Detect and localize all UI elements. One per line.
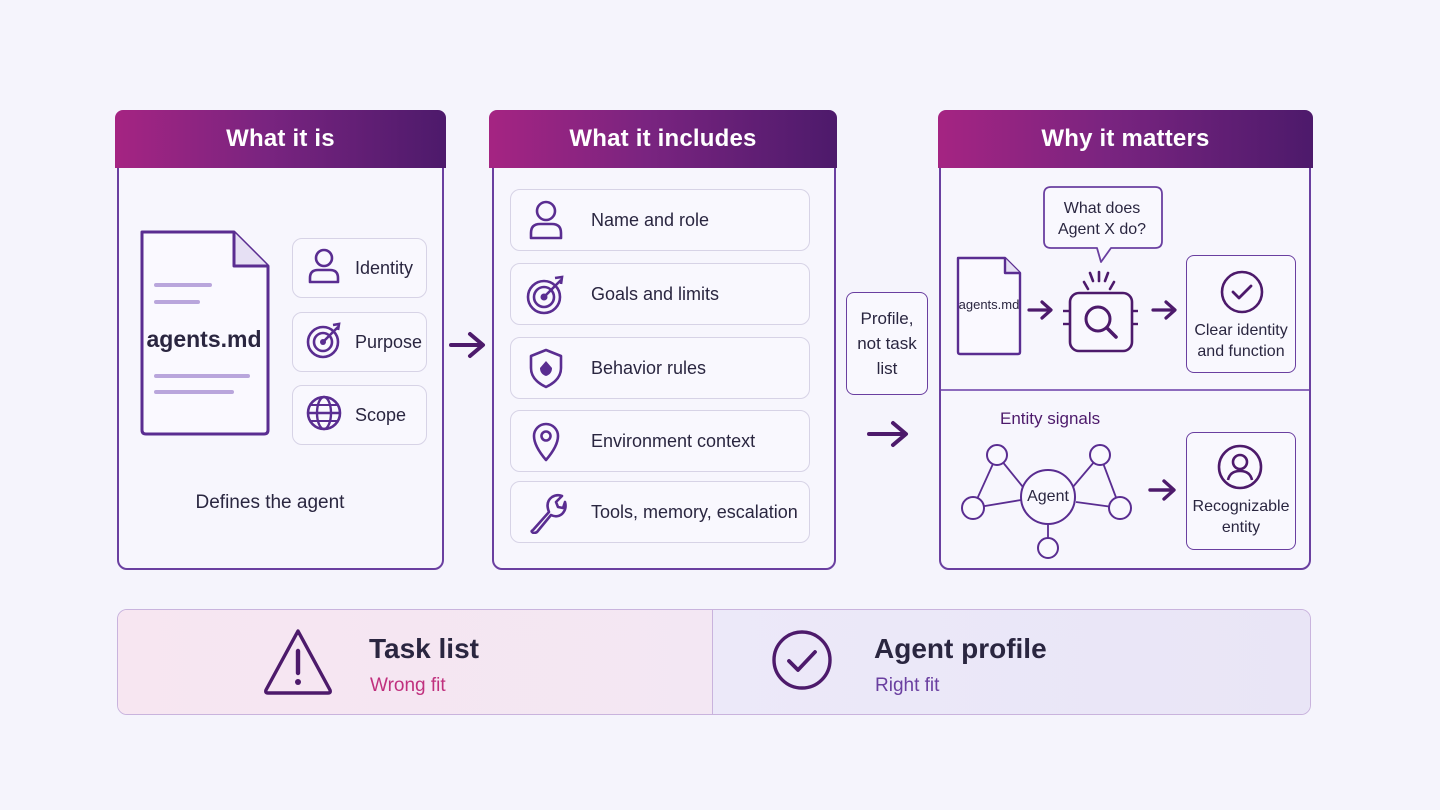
agent-profile-title: Agent profile — [874, 633, 1047, 664]
globe-icon — [305, 393, 343, 438]
include-item-behavior-rules: Behavior rules — [510, 337, 810, 399]
chip-scope-content: Scope — [305, 395, 406, 435]
arrow-right-icon — [866, 419, 912, 454]
result-clear-identity-text: Clear identity and function — [1194, 322, 1288, 360]
chip-identity — [292, 238, 427, 298]
warning-icon — [262, 626, 334, 703]
panel-header-what-it-is: What it is — [115, 110, 446, 168]
result-clear-identity-box — [1186, 255, 1296, 373]
check-circle-icon — [770, 628, 834, 697]
profile-not-task-text: Profile, not task list — [857, 309, 917, 378]
document-icon — [955, 255, 1023, 357]
include-item-name-role: Name and role — [510, 189, 810, 251]
include-item-tools: Tools, memory, escalation — [510, 481, 810, 543]
result-recognizable-entity-box — [1186, 432, 1296, 550]
user-circle-icon — [1216, 443, 1264, 496]
agent-node-label: Agent — [1027, 488, 1069, 505]
chip-scope-label: Scope — [355, 404, 407, 425]
speech-bubble — [1043, 186, 1163, 264]
document-label: agents.md — [146, 326, 262, 352]
caption-defines-agent: Defines the agent — [195, 492, 345, 513]
chip-purpose-content: Purpose — [305, 320, 423, 365]
chip-purpose-label: Purpose — [355, 331, 423, 352]
arrow-right-icon — [1148, 478, 1178, 507]
document-icon — [136, 226, 272, 438]
target-icon — [511, 272, 581, 316]
panel-header-why-it-matters: Why it matters — [938, 110, 1313, 168]
target-icon — [305, 320, 343, 365]
location-pin-icon — [511, 419, 581, 463]
include-item-label: Environment context — [591, 430, 756, 451]
include-item-goals-limits: Goals and limits — [510, 263, 810, 325]
comparison-left-wrong — [118, 610, 713, 714]
include-item-label: Goals and limits — [591, 283, 720, 304]
speech-text: What does Agent X do? — [1057, 200, 1147, 238]
shield-icon — [511, 346, 581, 390]
include-item-environment: Environment context — [510, 410, 810, 472]
entity-network-diagram — [955, 440, 1135, 565]
profile-not-task-callout: Profile, not task list — [846, 292, 928, 395]
arrow-right-icon — [1151, 299, 1179, 326]
magnifier-chip-icon — [1060, 268, 1142, 356]
include-item-label: Behavior rules — [591, 357, 707, 378]
panel-header-what-it-includes: What it includes — [489, 110, 837, 168]
comparison-right-right — [713, 610, 1310, 714]
person-icon — [511, 199, 581, 241]
arrow-right-icon — [448, 330, 488, 365]
agent-profile-subtitle: Right fit — [875, 675, 940, 696]
include-item-label: Name and role — [591, 209, 710, 230]
task-list-title: Task list — [369, 633, 479, 664]
check-circle-icon — [1219, 269, 1265, 320]
chip-scope — [292, 385, 427, 445]
wrench-icon — [511, 490, 581, 534]
person-icon — [305, 246, 343, 291]
panel-divider — [941, 389, 1309, 391]
entity-signals-title: Entity signals — [1000, 409, 1101, 428]
include-item-label: Tools, memory, escalation — [591, 501, 798, 522]
chip-identity-content: Identity — [305, 248, 413, 288]
comparison-bar — [117, 609, 1311, 715]
chip-identity-label: Identity — [355, 257, 414, 278]
result-recognizable-entity-text: Recognizable entity — [1192, 498, 1290, 536]
small-document-label: agents.md — [958, 297, 1020, 312]
arrow-right-icon — [1027, 299, 1055, 326]
task-list-subtitle: Wrong fit — [370, 675, 446, 696]
